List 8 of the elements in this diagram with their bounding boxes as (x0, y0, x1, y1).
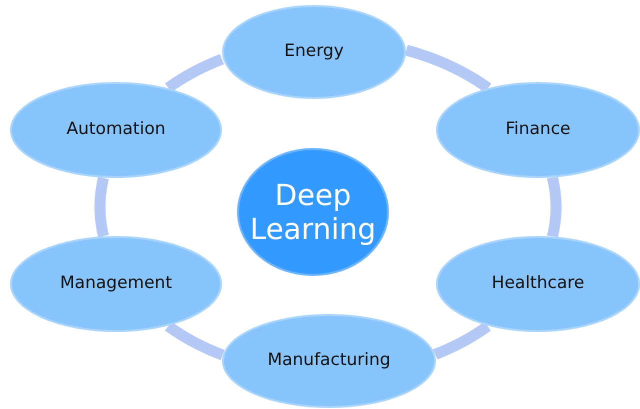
node-label: Energy (284, 40, 344, 64)
ring-connector (164, 54, 226, 93)
node-label: Deep Learning (250, 178, 376, 246)
node-label: Healthcare (492, 272, 584, 296)
node-label: Automation (66, 118, 166, 142)
node-label: Finance (505, 118, 571, 142)
node-label: Manufacturing (267, 349, 391, 372)
node-label: Management (60, 272, 172, 296)
